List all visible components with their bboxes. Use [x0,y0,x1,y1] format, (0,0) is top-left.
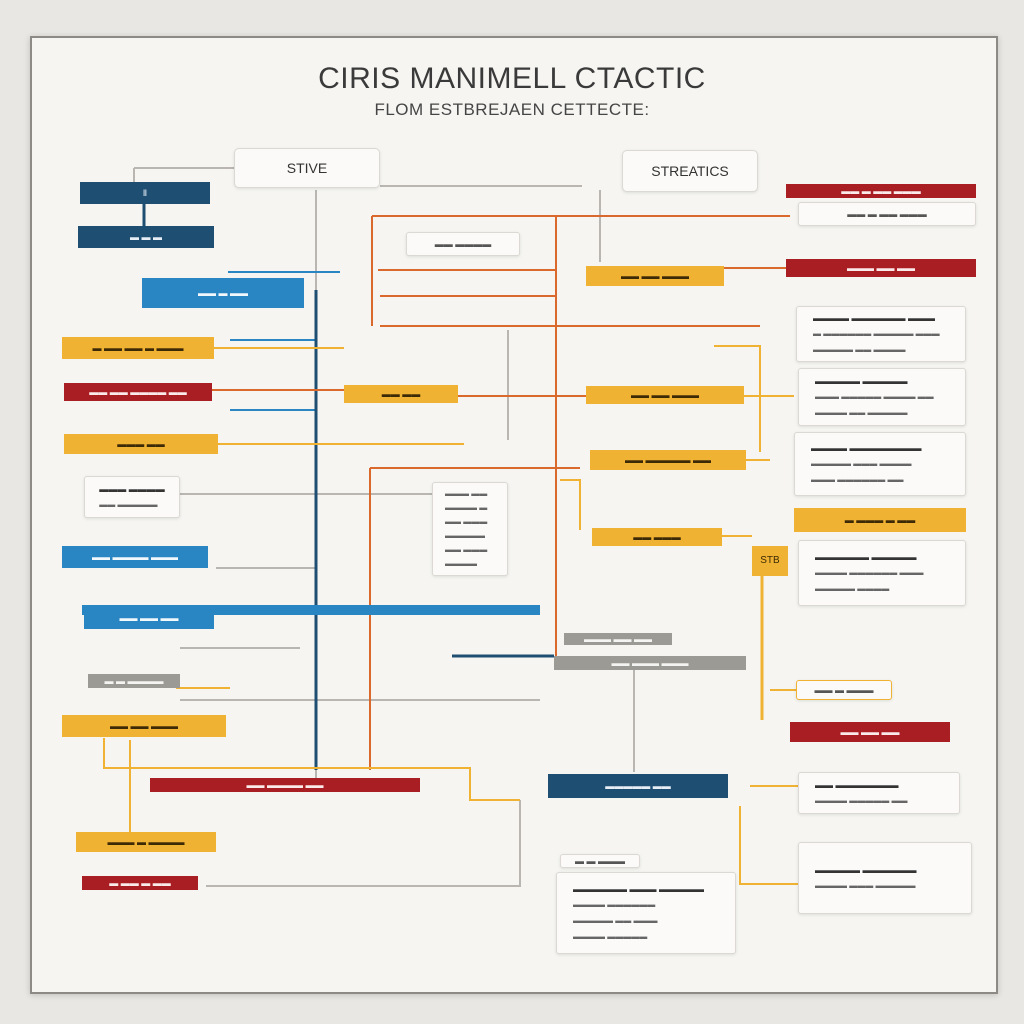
bottom-card-line-2: ▬▬▬▬ ▬▬▬▬▬▬ [573,900,656,909]
left-node-9[interactable]: ▬ ▬ ▬▬▬▬ [88,674,180,688]
right-card-3-line-3: ▬▬▬ ▬▬▬▬▬▬ ▬▬ [811,475,904,484]
right-card-1-line-1: ▬▬▬▬ ▬▬▬▬▬▬ ▬▬▬ [813,313,936,323]
right-node-1[interactable]: ▬▬ ▬ ▬▬ ▬▬▬ [786,184,976,198]
left-node-4[interactable]: ▬ ▬▬ ▬▬ ▬ ▬▬▬ [62,337,214,359]
right-card-2[interactable]: ▬▬▬▬▬ ▬▬▬▬▬ ▬▬▬ ▬▬▬▬▬ ▬▬▬▬ ▬▬ ▬▬▬▬ ▬▬ ▬▬… [798,368,966,426]
center-card-line-2: ▬▬▬▬ ▬ [445,503,488,512]
right-card-6-line-1: ▬▬▬▬▬ ▬▬▬▬▬▬ [815,865,917,875]
left-node-11[interactable]: ▬▬ ▬▬▬▬ ▬▬ [150,778,420,792]
left-node-1[interactable]: Ⅱ [80,182,210,204]
center-node-5[interactable]: ▬▬ ▬▬▬▬▬ ▬▬ [590,450,746,470]
right-card-3-line-2: ▬▬▬▬▬ ▬▬▬ ▬▬▬▬ [811,459,912,468]
bottom-card[interactable]: ▬▬▬▬▬▬ ▬▬▬ ▬▬▬▬▬ ▬▬▬▬ ▬▬▬▬▬▬ ▬▬▬▬▬ ▬▬ ▬▬… [556,872,736,954]
center-node-10[interactable]: ▬ ▬ ▬▬▬ [560,854,640,868]
center-card[interactable]: ▬▬▬ ▬▬ ▬▬▬▬ ▬ ▬▬ ▬▬▬ ▬▬▬▬▬ ▬▬ ▬▬▬ ▬▬▬▬ [432,482,508,576]
left-node-13[interactable]: ▬ ▬▬ ▬ ▬▬ [82,876,198,890]
left-node-3[interactable]: ▬▬ ▬ ▬▬ [142,278,304,308]
center-node-1[interactable]: ▬▬ ▬▬▬▬ [406,232,520,256]
connector-gray-11 [206,800,521,887]
left-node-5[interactable]: ▬▬ ▬▬ ▬▬▬▬ ▬▬ [64,383,212,401]
left-card[interactable]: ▬▬▬ ▬▬▬▬ ▬▬ ▬▬▬▬▬ [84,476,180,518]
center-card-line-1: ▬▬▬ ▬▬ [445,489,488,498]
diagram-title: CIRIS MANIMELL CTACTIC [318,62,706,95]
connector-yellow-37 [103,738,520,801]
right-card-2-line-3: ▬▬▬▬ ▬▬ ▬▬▬▬▬ [815,408,908,417]
left-node-10[interactable]: ▬▬ ▬▬ ▬▬▬ [62,715,226,737]
center-node-4[interactable]: ▬▬ ▬▬ ▬▬▬ [586,386,744,404]
center-card-line-3: ▬▬ ▬▬▬ [445,517,488,526]
right-card-5[interactable]: ▬▬ ▬▬▬▬▬▬▬ ▬▬▬▬ ▬▬▬▬▬ ▬▬ [798,772,960,814]
connector-yellow-36 [560,479,581,530]
right-card-2-line-2: ▬▬▬ ▬▬▬▬▬ ▬▬▬▬ ▬▬ [815,392,934,401]
right-card-1-line-2: ▬ ▬▬▬▬▬▬ ▬▬▬▬▬ ▬▬▬ [813,329,940,338]
right-node-4[interactable]: STB [752,546,788,576]
stive-node[interactable]: STIVE [234,148,380,188]
left-node-6[interactable]: ▬▬▬ ▬▬ [64,434,218,454]
right-node-6[interactable]: ▬▬ ▬▬ ▬▬ [790,722,950,742]
connector-yellow-39 [739,806,798,885]
right-node-2[interactable]: ▬▬▬ ▬▬ ▬▬ [786,259,976,277]
right-card-6-line-2: ▬▬▬▬ ▬▬▬ ▬▬▬▬▬ [815,881,916,890]
right-card-1[interactable]: ▬▬▬▬ ▬▬▬▬▬▬ ▬▬▬ ▬ ▬▬▬▬▬▬ ▬▬▬▬▬ ▬▬▬ ▬▬▬▬▬… [796,306,966,362]
left-card-line-1: ▬▬▬ ▬▬▬▬ [99,484,165,494]
center-node-7[interactable]: ▬▬▬ ▬▬ ▬▬ [564,633,672,645]
bottom-card-line-4: ▬▬▬▬ ▬▬▬▬▬ [573,932,648,941]
streatics-node[interactable]: STREATICS [622,150,758,192]
right-card-4-line-1: ▬▬▬▬▬▬ ▬▬▬▬▬ [815,552,917,562]
center-node-8[interactable]: ▬▬ ▬▬▬ ▬▬▬ [554,656,746,670]
right-card-4-line-3: ▬▬▬▬▬ ▬▬▬▬ [815,584,890,593]
right-card-5-line-1: ▬▬ ▬▬▬▬▬▬▬ [815,780,899,790]
left-node-2[interactable]: ▬ ▬ ▬ [78,226,214,248]
right-card-4[interactable]: ▬▬▬▬▬▬ ▬▬▬▬▬ ▬▬▬▬ ▬▬▬▬▬▬ ▬▬▬ ▬▬▬▬▬ ▬▬▬▬ [798,540,966,606]
bottom-card-line-1: ▬▬▬▬▬▬ ▬▬▬ ▬▬▬▬▬ [573,884,705,894]
center-node-3[interactable]: ▬▬ ▬▬ ▬▬▬ [586,266,724,286]
center-card-line-6: ▬▬▬▬ [445,559,477,568]
center-node-6[interactable]: ▬▬ ▬▬▬ [592,528,722,546]
right-node-1b[interactable]: ▬▬ ▬ ▬▬ ▬▬▬ [798,202,976,226]
right-card-6[interactable]: ▬▬▬▬▬ ▬▬▬▬▬▬ ▬▬▬▬ ▬▬▬ ▬▬▬▬▬ [798,842,972,914]
center-node-2[interactable]: ▬▬ ▬▬ [344,385,458,403]
center-card-line-5: ▬▬ ▬▬▬ [445,545,488,554]
right-card-5-line-2: ▬▬▬▬ ▬▬▬▬▬ ▬▬ [815,796,908,805]
connector-yellow-41 [714,345,761,452]
right-card-4-line-2: ▬▬▬▬ ▬▬▬▬▬▬ ▬▬▬ [815,568,924,577]
right-node-3[interactable]: ▬ ▬▬▬ ▬ ▬▬ [794,508,966,532]
right-card-1-line-3: ▬▬▬▬▬ ▬▬ ▬▬▬▬ [813,345,906,354]
right-node-5[interactable]: ▬▬ ▬ ▬▬▬ [796,680,892,700]
right-card-3-line-1: ▬▬▬▬ ▬▬▬▬▬▬▬▬ [811,443,922,453]
right-card-3[interactable]: ▬▬▬▬ ▬▬▬▬▬▬▬▬ ▬▬▬▬▬ ▬▬▬ ▬▬▬▬ ▬▬▬ ▬▬▬▬▬▬ … [794,432,966,496]
center-node-9[interactable]: ▬▬▬▬▬ ▬▬ [548,774,728,798]
left-node-12[interactable]: ▬▬▬ ▬ ▬▬▬▬ [76,832,216,852]
left-node-8[interactable]: ▬▬ ▬▬ ▬▬ [84,607,214,629]
diagram-subtitle: FLOM ESTBREJAEN CETTECTE: [374,100,650,119]
bottom-card-line-3: ▬▬▬▬▬ ▬▬ ▬▬▬ [573,916,658,925]
center-card-line-4: ▬▬▬▬▬ [445,531,485,540]
left-card-line-2: ▬▬ ▬▬▬▬▬ [99,500,158,509]
horizontal-blue-bar [82,605,540,615]
left-node-7[interactable]: ▬▬ ▬▬▬▬ ▬▬▬ [62,546,208,568]
right-card-2-line-1: ▬▬▬▬▬ ▬▬▬▬▬ [815,376,908,386]
